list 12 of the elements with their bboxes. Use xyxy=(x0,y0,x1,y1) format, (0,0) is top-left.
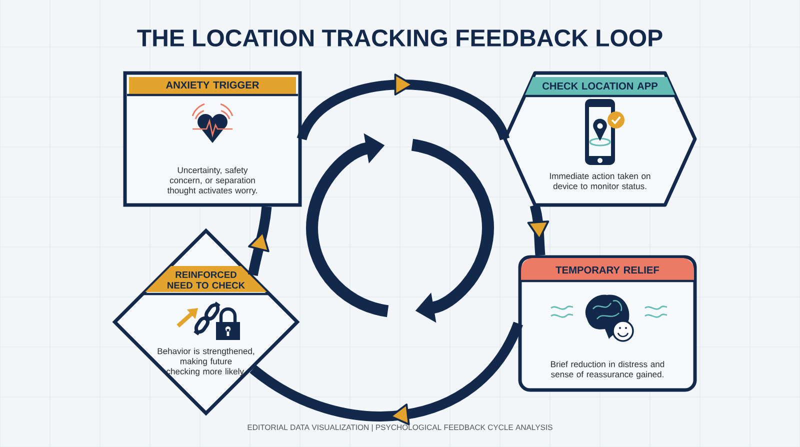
body-text: Uncertainty, safety concern, or separation thought activates worry. xyxy=(167,166,257,196)
body-text: Behavior is strengthened, making future checking more likely. xyxy=(158,348,254,376)
body-text: Brief reduction in distress and sense of reassurance gained. xyxy=(551,360,664,380)
title: THE LOCATION TRACKING FEEDBACK LOOP xyxy=(137,30,662,46)
arrow xyxy=(248,206,272,276)
arrow xyxy=(250,321,523,426)
arrow xyxy=(527,204,550,256)
body-text: Immediate action taken on device to monitor status. xyxy=(550,172,650,190)
header-band: TEMPORARY RELIEF xyxy=(521,258,694,282)
header-band: REINFORCED NEED TO CHECK xyxy=(144,266,268,296)
arrow xyxy=(297,74,510,142)
header-band: ANXIETY TRIGGER xyxy=(127,77,298,96)
